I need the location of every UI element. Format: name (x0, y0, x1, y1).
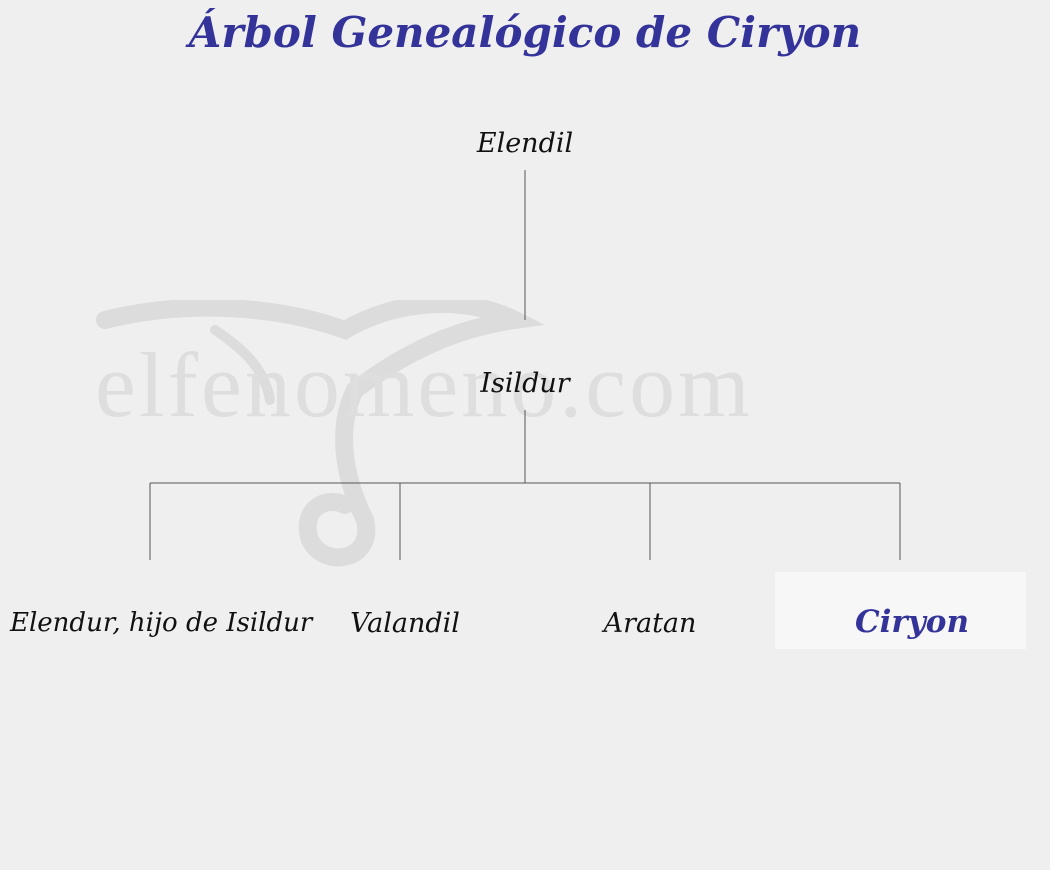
node-elendil[interactable]: Elendil (476, 128, 574, 159)
node-valandil[interactable]: Valandil (350, 608, 460, 639)
current-node-highlight (775, 572, 1026, 649)
watermark-text: elfenomeno.com (95, 334, 753, 436)
node-isildur[interactable]: Isildur (480, 368, 570, 399)
watermark-logo: elfenomeno.com (95, 300, 945, 580)
node-ciryon[interactable]: Ciryon (854, 604, 969, 640)
dragon-watermark-icon (96, 300, 545, 567)
node-elendur[interactable]: Elendur, hijo de Isildur (10, 608, 313, 638)
node-aratan[interactable]: Aratan (603, 608, 697, 639)
page-title: Árbol Genealógico de Ciryon (188, 8, 862, 57)
